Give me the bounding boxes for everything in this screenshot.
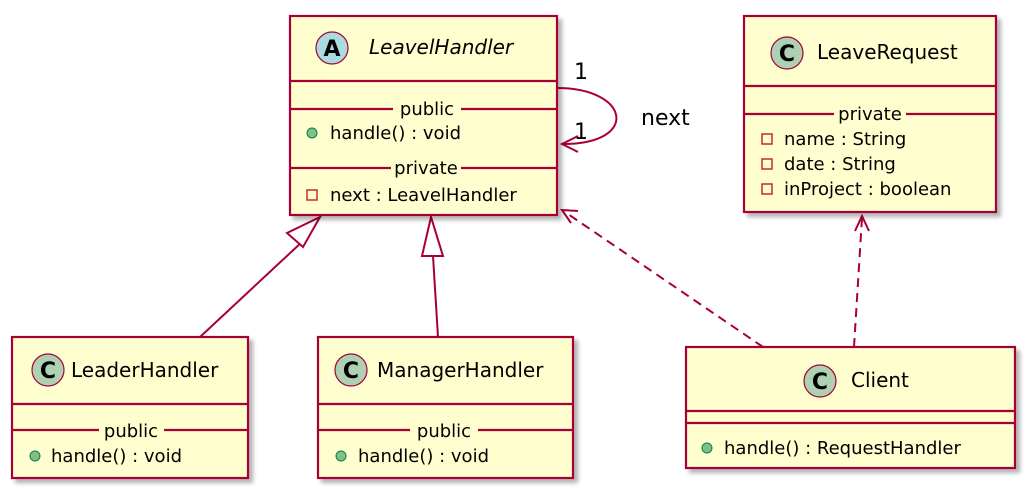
self-association-next: 1 1 next [556,60,690,153]
member-method: handle() : void [51,446,182,467]
multiplicity-source: 1 [574,60,588,85]
class-badge-icon [31,353,65,387]
public-marker-icon [701,442,713,454]
dependency-client-to-request [853,213,870,348]
section-label-private: private [838,104,902,125]
public-marker-icon [29,450,41,462]
class-badge-letter: C [779,42,795,67]
class-badge-icon [334,353,368,387]
class-badge-letter: C [343,359,359,384]
private-marker-icon [306,189,318,201]
member-field: inProject : boolean [784,179,951,200]
private-marker-icon [761,183,773,195]
class-badge-letter: C [812,370,828,395]
class-name: LeaderHandler [71,358,219,382]
inheritance-manager-to-leavel [420,213,445,338]
class-badge-letter: C [40,359,56,384]
member-field: next : LeavelHandler [330,185,517,206]
class-leave-request[interactable]: C LeaveRequest private name : String dat… [742,14,998,214]
member-method: handle() : void [330,123,461,144]
private-marker-icon [761,133,773,145]
class-leavel-handler[interactable]: A LeavelHandler public handle() : void p… [288,14,559,217]
member-field: date : String [784,154,896,175]
class-badge-icon [770,36,804,70]
association-label-next: next [641,106,690,131]
multiplicity-target: 1 [574,120,588,145]
public-marker-icon [335,450,347,462]
abstract-badge-letter: A [323,37,340,62]
member-method: handle() : void [358,446,489,467]
dependency-client-to-leavel [560,208,764,348]
class-name: Client [851,368,909,392]
class-badge-icon [803,364,837,398]
class-manager-handler[interactable]: C ManagerHandler public handle() : void [316,335,575,480]
class-name: ManagerHandler [377,358,544,382]
section-label-public: public [400,99,454,120]
member-field: name : String [784,129,906,150]
public-marker-icon [306,127,318,139]
class-name: LeavelHandler [369,35,515,59]
inheritance-leader-to-leavel [199,214,323,338]
member-method: handle() : RequestHandler [724,438,961,459]
section-label-public: public [417,421,471,442]
class-leader-handler[interactable]: C LeaderHandler public handle() : void [10,335,250,480]
section-label-public: public [104,421,158,442]
abstract-badge-icon [315,31,349,65]
section-label-private: private [394,158,458,179]
class-client[interactable]: C Client handle() : RequestHandler [684,345,1017,470]
class-name: LeaveRequest [817,40,958,64]
private-marker-icon [761,158,773,170]
